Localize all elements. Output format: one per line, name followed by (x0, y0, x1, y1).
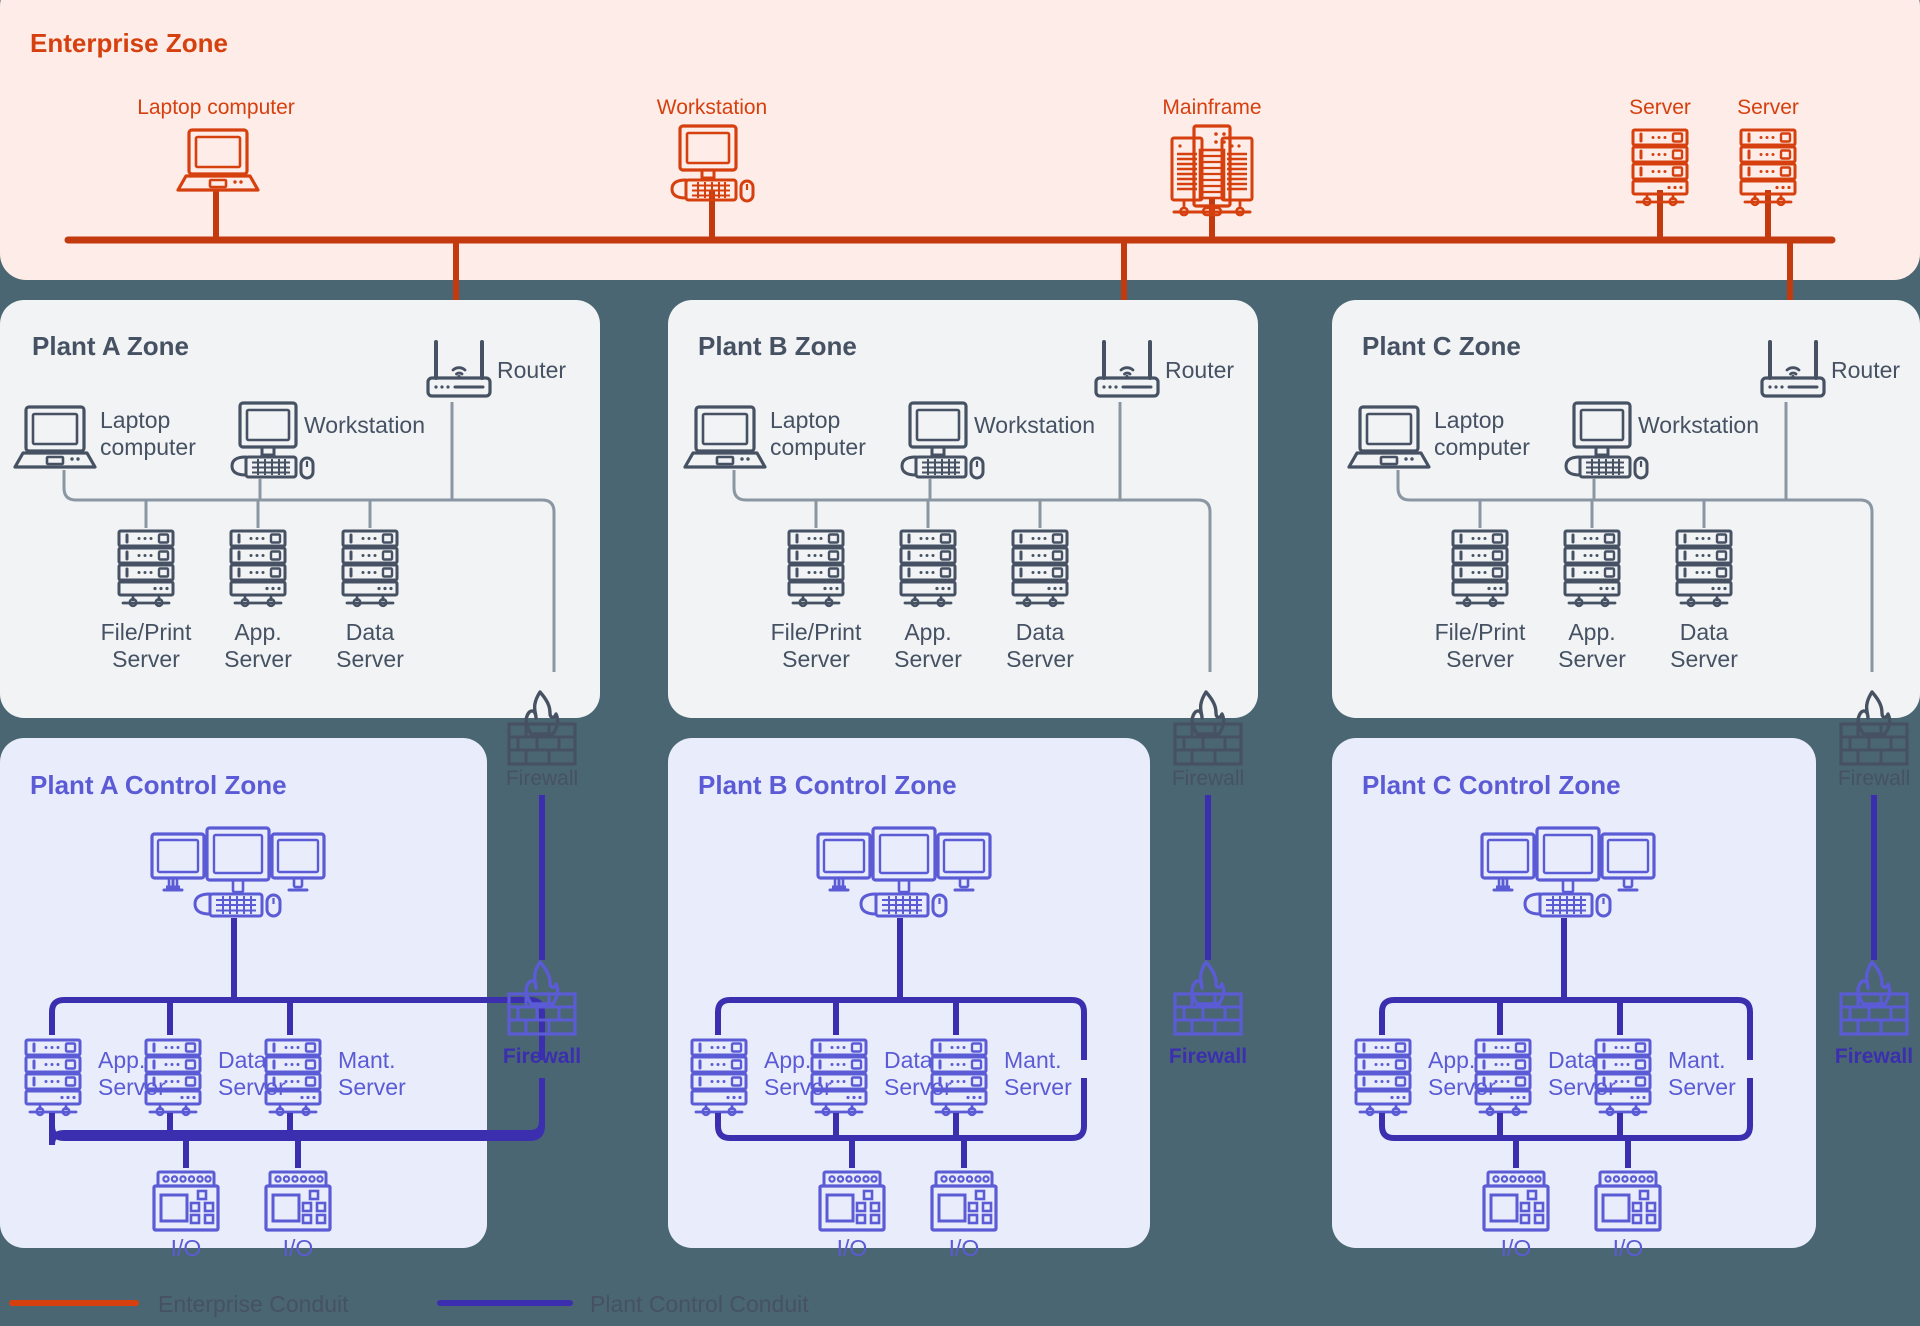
plant-zone-c-client-label-laptop-2: computer (1434, 434, 1530, 460)
plant-zone-a-server-label-2a: App. (234, 619, 281, 645)
control-zone-a-panel (0, 738, 487, 1248)
firewall-a-lower-label: Firewall (503, 1045, 581, 1068)
enterprise-node-label-server-2: Server (1737, 96, 1799, 119)
control-zone-b-title: Plant B Control Zone (698, 770, 957, 800)
control-zone-b-lower-conduit (715, 1078, 1087, 1141)
control-zone-b-server-label-2b: Server (884, 1074, 952, 1100)
control-zone-a-server-label-3a: Mant. (338, 1047, 396, 1073)
plant-zone-c-server-label-2a: App. (1568, 619, 1615, 645)
control-zone-a-server-label-1b: Server (98, 1074, 166, 1100)
control-zone-b-server-label-3a: Mant. (1004, 1047, 1062, 1073)
control-zone-a-title: Plant A Control Zone (30, 770, 287, 800)
enterprise-node-label-laptop: Laptop computer (137, 96, 295, 119)
control-zone-b: Plant B Control Zone App. Server Data Se… (668, 738, 1150, 1261)
firewall-a-upper-label: Firewall (506, 767, 578, 790)
plant-zone-b-server-label-1b: Server (782, 646, 850, 672)
legend-label-control: Plant Control Conduit (590, 1291, 809, 1317)
enterprise-zone-title: Enterprise Zone (30, 28, 228, 58)
control-zone-c-server-label-3a: Mant. (1668, 1047, 1726, 1073)
control-zone-c-server-label-2a: Data (1548, 1047, 1597, 1073)
plant-zone-a-client-label-laptop-1: Laptop (100, 407, 170, 433)
control-zone-c-server-label-1b: Server (1428, 1074, 1496, 1100)
plant-zone-b-server-label-2a: App. (904, 619, 951, 645)
enterprise-node-label-server-1: Server (1629, 96, 1691, 119)
control-zone-a-server-label-1a: App. (98, 1047, 145, 1073)
firewall-c-lower: Firewall (1835, 960, 1913, 1068)
plant-zone-c-title: Plant C Zone (1362, 331, 1521, 361)
control-zone-a-io-label-1: I/O (171, 1235, 202, 1261)
plant-zone-c-router-label: Router (1831, 357, 1900, 383)
control-zone-b-panel (668, 738, 1150, 1248)
control-zone-a-server-label-2b: Server (218, 1074, 286, 1100)
firewall-b-upper-label: Firewall (1172, 767, 1244, 790)
plant-zone-a-server-label-1a: File/Print (101, 619, 192, 645)
plant-zone-a: Plant A Zone Router Laptop computer Work… (0, 300, 600, 718)
plant-zone-c-panel (1332, 300, 1920, 718)
plant-zone-c-client-label-laptop-1: Laptop (1434, 407, 1504, 433)
control-zone-c-panel (1332, 738, 1816, 1248)
plant-zone-b-server-label-3b: Server (1006, 646, 1074, 672)
plant-zone-a-router-label: Router (497, 357, 566, 383)
plant-zone-c-server-label-1a: File/Print (1435, 619, 1526, 645)
plant-zone-a-server-label-3b: Server (336, 646, 404, 672)
plant-zone-b-title: Plant B Zone (698, 331, 857, 361)
control-zone-a-server-label-2a: Data (218, 1047, 267, 1073)
control-zone-c-io-label-1: I/O (1501, 1235, 1532, 1261)
plant-zone-c: Plant C Zone Router Laptop computer Work… (1332, 300, 1920, 718)
control-zone-a-server-label-3b: Server (338, 1074, 406, 1100)
control-zone-b-server-label-2a: Data (884, 1047, 933, 1073)
plant-zone-b-client-label-laptop-1: Laptop (770, 407, 840, 433)
control-zone-a-io-label-2: I/O (283, 1235, 314, 1261)
legend-label-enterprise: Enterprise Conduit (158, 1291, 349, 1317)
enterprise-zone-panel (0, 0, 1920, 280)
enterprise-zone: Enterprise Zone Laptop computer Workstat… (0, 0, 1920, 372)
firewall-c-upper-label: Firewall (1838, 767, 1910, 790)
enterprise-node-label-workstation: Workstation (657, 96, 768, 119)
control-zone-c-server-label-2b: Server (1548, 1074, 1616, 1100)
plant-zone-a-client-label-laptop-2: computer (100, 434, 196, 460)
control-zone-c: Plant C Control Zone App. Server Data Se… (1332, 738, 1816, 1261)
plant-zone-b-server-label-2b: Server (894, 646, 962, 672)
plant-zone-b-panel (668, 300, 1258, 718)
firewall-b-upper: Firewall (1172, 690, 1244, 790)
control-zone-c-server-label-3b: Server (1668, 1074, 1736, 1100)
plant-zone-c-server-label-2b: Server (1558, 646, 1626, 672)
plant-zone-a-title: Plant A Zone (32, 331, 189, 361)
plant-zone-c-server-label-3a: Data (1680, 619, 1729, 645)
plant-zone-b-server-label-3a: Data (1016, 619, 1065, 645)
enterprise-node-label-mainframe: Mainframe (1162, 96, 1261, 119)
plant-zone-b-client-label-laptop-2: computer (770, 434, 866, 460)
control-zone-c-lower-conduit (1379, 1078, 1753, 1141)
plant-zone-a-panel (0, 300, 600, 718)
legend: Enterprise Conduit Plant Control Conduit (9, 1291, 809, 1317)
plant-zone-b-client-label-workstation: Workstation (974, 412, 1095, 438)
control-zone-b-server-label-1a: App. (764, 1047, 811, 1073)
plant-zone-b-server-label-1a: File/Print (771, 619, 862, 645)
plant-zone-b-router-label: Router (1165, 357, 1234, 383)
control-zone-c-server-label-1a: App. (1428, 1047, 1475, 1073)
control-zone-c-io-label-2: I/O (1613, 1235, 1644, 1261)
plant-zone-b: Plant B Zone Router Laptop computer Work… (668, 300, 1258, 718)
plant-zone-a-server-label-2b: Server (224, 646, 292, 672)
firewall-a-upper: Firewall (506, 690, 578, 790)
control-zone-c-title: Plant C Control Zone (1362, 770, 1621, 800)
plant-zone-a-server-label-1b: Server (112, 646, 180, 672)
firewall-b-lower-label: Firewall (1169, 1045, 1247, 1068)
firewall-a-lower: Firewall (503, 960, 581, 1068)
plant-zone-c-server-label-3b: Server (1670, 646, 1738, 672)
control-zone-b-server-label-1b: Server (764, 1074, 832, 1100)
control-zone-b-server-label-3b: Server (1004, 1074, 1072, 1100)
plant-zone-c-client-label-workstation: Workstation (1638, 412, 1759, 438)
firewall-c-upper: Firewall (1838, 690, 1910, 790)
control-zone-b-io-label-1: I/O (837, 1235, 868, 1261)
control-zone-a: Plant A Control Zone App. Server Data Se… (0, 738, 545, 1261)
control-zone-b-io-label-2: I/O (949, 1235, 980, 1261)
firewall-c-lower-label: Firewall (1835, 1045, 1913, 1068)
plant-zone-c-server-label-1b: Server (1446, 646, 1514, 672)
firewall-b-lower: Firewall (1169, 960, 1247, 1068)
plant-zone-a-server-label-3a: Data (346, 619, 395, 645)
plant-zone-a-client-label-workstation: Workstation (304, 412, 425, 438)
